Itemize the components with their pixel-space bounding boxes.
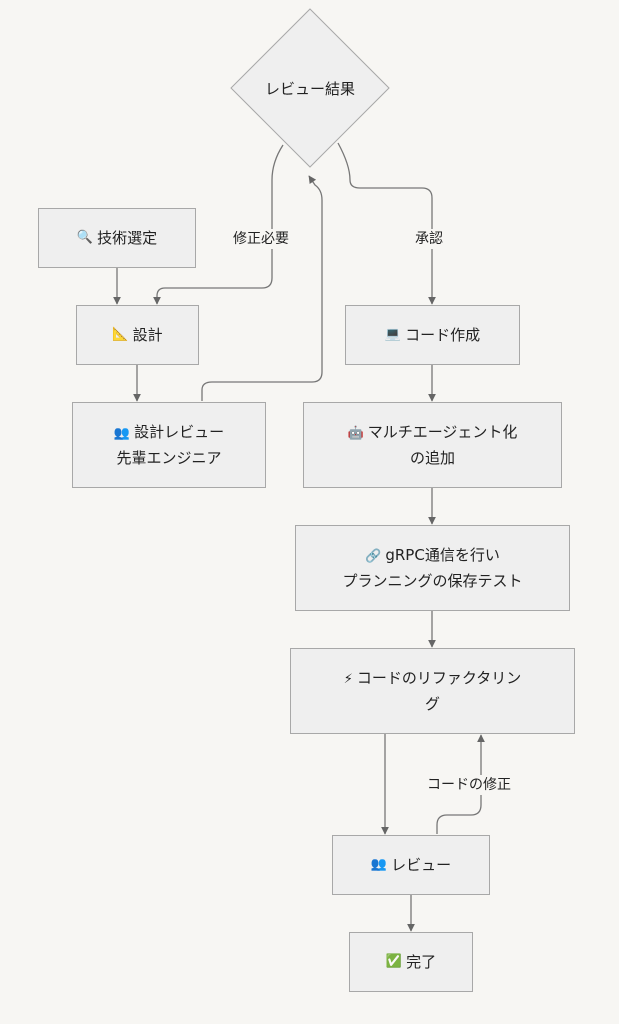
review-label: レビュー [391, 856, 452, 874]
edge-label-code-fix: コードの修正 [424, 775, 514, 795]
refactor-label-line2: グ [424, 695, 440, 713]
grpc-node: 🔗gRPC通信を行い プランニングの保存テスト [295, 525, 570, 611]
magnifier-icon: 🔍 [76, 230, 94, 245]
done-node: ✅完了 [349, 932, 473, 992]
edge-label-approved: 承認 [412, 229, 446, 249]
review-result-decision: レビュー結果 [230, 8, 390, 168]
code-create-label: コード作成 [405, 326, 481, 344]
lightning-icon: ⚡ [343, 672, 353, 687]
grpc-label-line1: gRPC通信を行い [385, 546, 500, 564]
review-node: 👥レビュー [332, 835, 490, 895]
tech-select-node: 🔍技術選定 [38, 208, 196, 268]
code-create-node: 💻コード作成 [345, 305, 520, 365]
multi-agent-label-line2: の追加 [409, 449, 455, 467]
tech-select-label: 技術選定 [97, 229, 158, 247]
robot-icon: 🤖 [347, 426, 364, 441]
grpc-label-line2: プランニングの保存テスト [342, 572, 523, 590]
done-label: 完了 [406, 953, 437, 971]
multi-agent-node: 🤖マルチエージェント化 の追加 [303, 402, 562, 488]
people-icon: 👥 [370, 857, 388, 872]
triangle-ruler-icon: 📐 [112, 327, 129, 342]
people-icon: 👥 [113, 426, 131, 441]
edge-label-fix-needed: 修正必要 [230, 229, 292, 249]
design-node: 📐設計 [76, 305, 199, 365]
edge-designreview-to-result [201, 175, 323, 401]
edge-result-to-code-approved [337, 142, 436, 305]
refactor-label-line1: コードのリファクタリン [356, 669, 522, 687]
edge-review-to-refactor-codefix [436, 734, 485, 834]
review-result-label: レビュー結果 [264, 79, 355, 98]
check-box-icon: ✅ [385, 954, 403, 969]
laptop-icon: 💻 [384, 327, 402, 342]
edge-result-to-design-fixneeded [153, 144, 284, 305]
design-review-label-line1: 設計レビュー [134, 423, 225, 441]
design-review-label-line2: 先輩エンジニア [116, 449, 222, 467]
multi-agent-label-line1: マルチエージェント化 [367, 423, 518, 441]
design-label: 設計 [132, 326, 163, 344]
link-icon: 🔗 [365, 549, 382, 564]
design-review-node: 👥設計レビュー 先輩エンジニア [72, 402, 266, 488]
refactor-node: ⚡コードのリファクタリン グ [290, 648, 575, 734]
